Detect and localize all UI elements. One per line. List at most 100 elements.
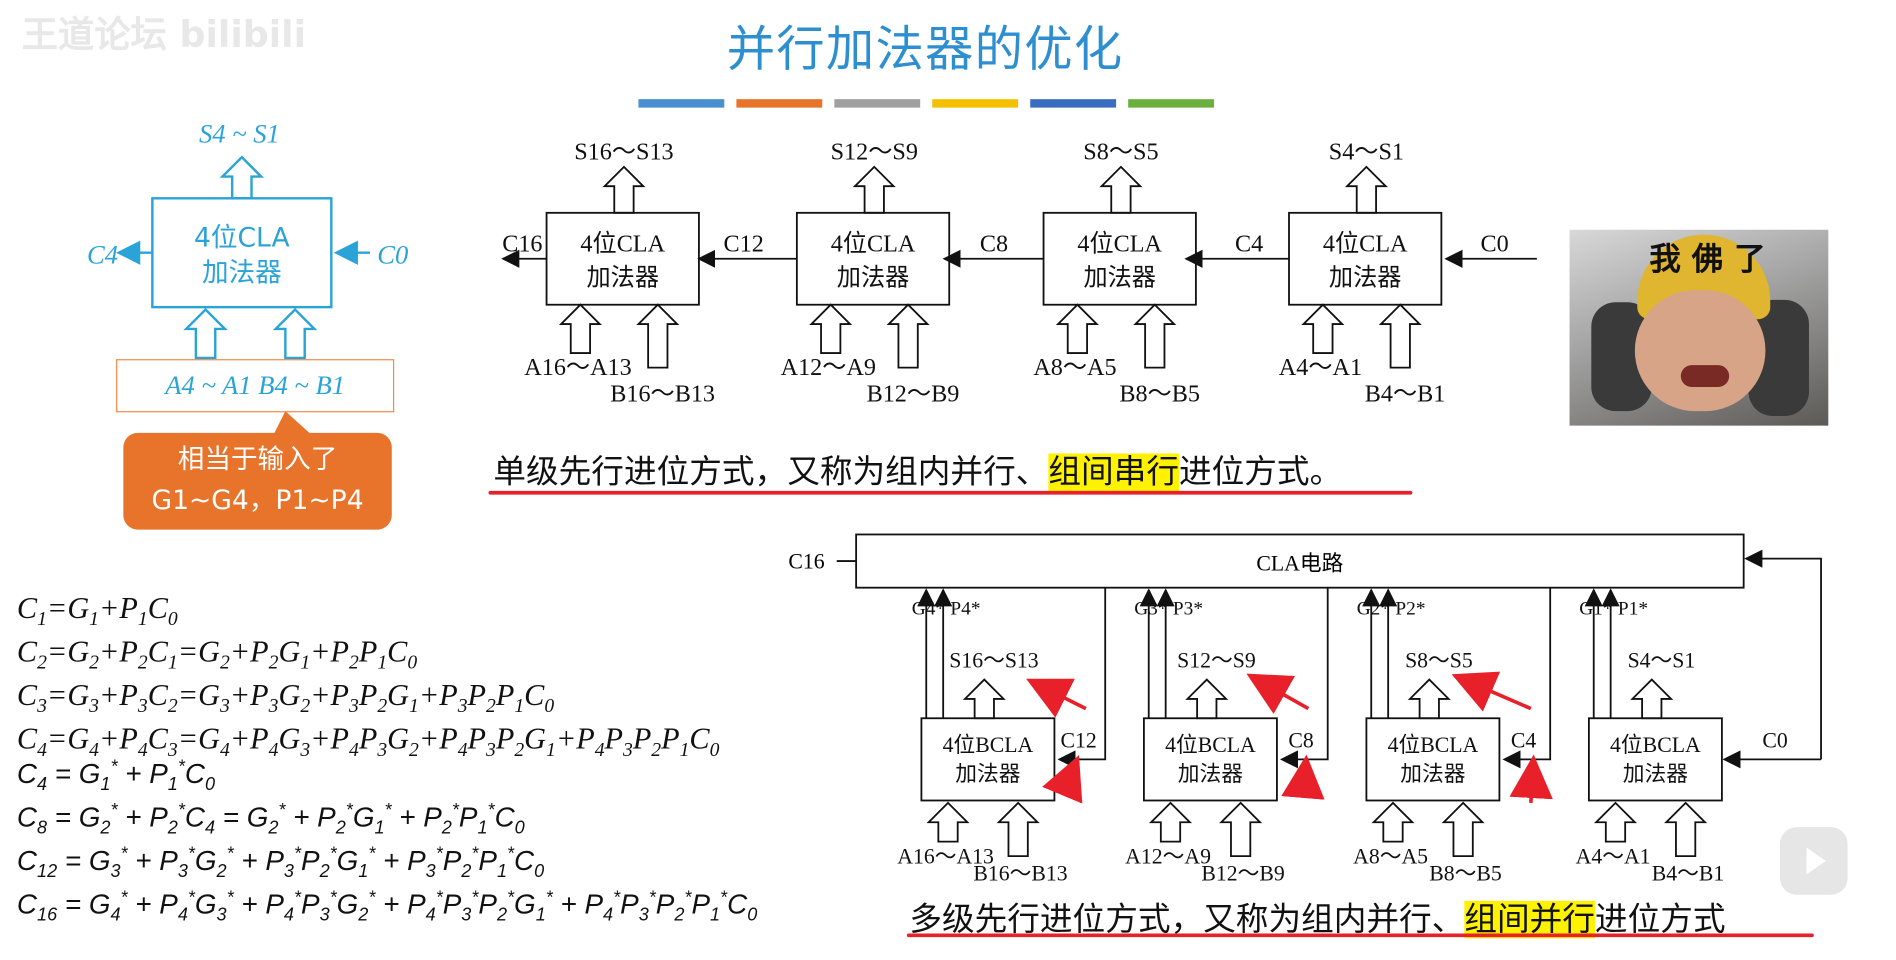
b-input-arrow [1378, 303, 1422, 369]
a-input-arrow [1148, 801, 1193, 843]
p-signal-label: P3* [1173, 598, 1203, 619]
callout-tail [273, 411, 312, 436]
bcla-box-label: 加法器 [1178, 762, 1244, 786]
left-output-arrow [219, 155, 265, 200]
a-input-label: A4～A1 [1279, 354, 1362, 381]
sum-output-label: S8～S5 [1083, 139, 1158, 166]
play-button[interactable] [1779, 827, 1848, 895]
color-bars [638, 99, 1215, 108]
carry-label: C0 [1480, 231, 1508, 258]
color-bar [1030, 99, 1117, 108]
b-input-label: B16～B13 [610, 380, 715, 407]
red-annotation-arrow [1281, 754, 1325, 800]
cla-adder-box [795, 211, 951, 306]
bcla-box-label: 加法器 [1623, 762, 1688, 786]
color-bar [736, 99, 823, 108]
bcla-adder-box [920, 717, 1056, 802]
color-bar [1128, 99, 1215, 108]
cla-box-label: 加法器 [586, 264, 659, 291]
b-input-label: B4～B1 [1365, 380, 1446, 407]
b-input-arrow [1219, 801, 1263, 858]
sum-output-label: S16～S13 [574, 139, 673, 166]
a-input-arrow [926, 801, 970, 843]
cla-box-label: 4位CLA [831, 231, 916, 258]
equations-group-1: C1=G1+P1C0 C2=G2+P2C1=G2+P2G1+P2P1C0 C3=… [17, 593, 720, 767]
a-input-arrow [1055, 303, 1099, 354]
cla-box-label: 4位CLA [1323, 231, 1408, 258]
carry-label: C12 [1060, 728, 1096, 752]
carry-label: C4 [1235, 231, 1263, 258]
sum-output-label: S8～S5 [1405, 648, 1473, 672]
sum-output-arrow [602, 165, 646, 214]
cla-adder-box [1288, 211, 1443, 306]
single-caption-underline [488, 490, 1413, 495]
sum-output-arrow [1344, 165, 1388, 214]
sum-output-label: S4～S1 [1329, 139, 1404, 166]
b-input-label: B8～B5 [1429, 861, 1502, 885]
b-input-label: B12～B9 [1201, 861, 1284, 885]
carry-label: C16 [502, 231, 542, 258]
b-input-arrow [636, 303, 680, 369]
meme-image: 我 佛 了 [1569, 229, 1829, 426]
red-annotation-arrow [1246, 673, 1310, 714]
cla-circuit-label: CLA电路 [1256, 552, 1343, 576]
multi-level-caption: 多级先行进位方式，又称为组内并行、组间并行进位方式 [909, 892, 1726, 939]
carry-label: C8 [1288, 728, 1314, 752]
left-box-line1: 4位CLA [194, 223, 290, 254]
watermark: 王道论坛 bilibili [21, 14, 307, 57]
callout-line1: 相当于输入了 [177, 444, 338, 476]
a-input-label: A4～A1 [1576, 844, 1651, 868]
carry-label: C4 [1511, 728, 1537, 752]
cla-box-label: 加法器 [837, 264, 910, 291]
meme-mouth [1680, 365, 1730, 387]
bcla-adder-box [1365, 717, 1501, 802]
a-input-arrow [1371, 801, 1415, 843]
color-bar [638, 99, 725, 108]
sum-output-arrow [1185, 678, 1229, 720]
equation-line: C3=G3+P3C2=G3+P3G2+P3P2G1+P3P2P1C0 [16, 679, 555, 718]
cla-box-label: 4位CLA [1077, 231, 1162, 258]
cla-circuit-box [855, 533, 1745, 589]
equation-line: C2=G2+P2C1=G2+P2G1+P2P1C0 [16, 636, 418, 674]
left-input-box: A4 ~ A1 B4 ~ B1 [116, 359, 395, 413]
equations-group-2: C4 = G1* + P1*C0 C8 = G2* + P2*C4 = G2* … [17, 757, 757, 931]
p-signal-label: P4* [950, 598, 980, 619]
single-level-groups: 4位CLA加法器S16～S13A16～A13B16～B134位CLA加法器S12… [501, 139, 1537, 407]
cla-adder-box [1042, 211, 1197, 306]
caption-text: 多级先行进位方式，又称为组内并行、 [909, 900, 1465, 939]
a-input-label: A12～A9 [1125, 844, 1211, 868]
carry-label: C0 [1762, 728, 1788, 752]
sum-output-arrow [962, 678, 1006, 720]
left-input-arrow-b [272, 307, 318, 360]
a-input-label: A16～A13 [524, 354, 631, 381]
equation-line: C4=G4+P4C3=G4+P4G3+P4P3G2+P4P3P2G1+P4P3P… [16, 723, 720, 761]
p-signal-label: P1* [1618, 598, 1648, 619]
callout-bubble: 相当于输入了 G1~G4，P1~P4 [123, 432, 392, 530]
equation-line: C12 = G3* + P3*G2* + P3*P2*G1* + P3*P2*P… [16, 844, 545, 882]
c16-label: C16 [788, 549, 824, 573]
red-annotation-arrow [1026, 678, 1087, 718]
a-input-label: A8～A5 [1353, 844, 1428, 868]
g-signal-label: G1* [1579, 598, 1612, 619]
single-level-caption: 单级先行进位方式，又称为组内并行、组间串行进位方式。 [493, 445, 1342, 492]
bcla-box-label: 4位BCLA [1165, 733, 1256, 757]
b-input-label: B8～B5 [1119, 380, 1200, 407]
color-bar [932, 99, 1019, 108]
equation-line: C16 = G4* + P4*G3* + P4*P3*G2* + P4*P3*P… [16, 887, 758, 926]
b-input-label: B16～B13 [973, 861, 1067, 885]
a-input-label: A16～A13 [897, 844, 994, 868]
single-level-diagram: 4位CLA加法器S16～S13A16～A13B16～B134位CLA加法器S12… [501, 139, 1537, 407]
g-signal-label: G2* [1357, 598, 1390, 619]
bcla-box-label: 4位BCLA [1610, 733, 1701, 757]
bcla-box-label: 加法器 [955, 762, 1020, 786]
red-annotation-arrow [1509, 754, 1553, 804]
left-carry-out: C4 [87, 240, 118, 270]
sum-output-arrow [1407, 678, 1451, 720]
left-box-line2: 加法器 [202, 258, 282, 289]
sum-output-label: S16～S13 [949, 648, 1039, 672]
g-signal-label: G4* [912, 598, 945, 619]
sum-output-arrow [852, 165, 896, 214]
sum-output-arrow [1630, 678, 1674, 720]
caption-highlight: 组间并行 [1464, 900, 1595, 939]
a-input-arrow [1593, 801, 1638, 843]
